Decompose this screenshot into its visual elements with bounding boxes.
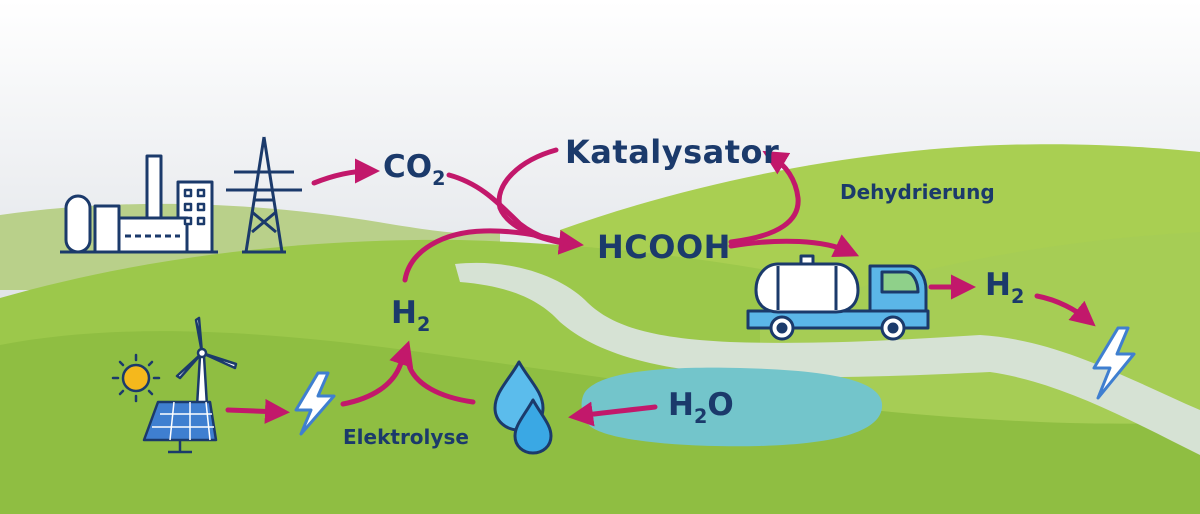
process-arrows	[225, 147, 1096, 427]
tanker-truck-icon	[746, 254, 930, 341]
h2-label-left: H2	[391, 295, 431, 337]
arrow-h2o-to-water	[568, 401, 658, 427]
solar-panel-icon	[142, 400, 218, 454]
arrow-solar-to-lightning	[225, 398, 290, 424]
katalysator-label: Katalysator	[565, 133, 780, 171]
factory-icon	[60, 154, 218, 254]
lake	[581, 367, 883, 447]
arrow-hcooh-to-truck	[728, 234, 860, 258]
dehydrierung-label: Dehydrierung	[840, 180, 995, 204]
arrow-h2-to-lightning	[1034, 293, 1096, 327]
arrow-water-to-h2	[403, 347, 476, 405]
co2-label: CO2	[383, 149, 446, 191]
lightning-icon-left	[294, 371, 336, 436]
water-drops-icon	[493, 360, 553, 455]
road	[455, 262, 1200, 455]
arrow-hcooh-to-katalysator	[728, 150, 801, 245]
hcooh-label: HCOOH	[597, 228, 731, 266]
sun-icon	[111, 353, 161, 403]
h2-label-right: H2	[985, 267, 1025, 309]
h2o-label: H2O	[668, 387, 734, 429]
lightning-icon-right	[1092, 326, 1136, 400]
power-pylon-icon	[226, 136, 302, 254]
elektrolyse-label: Elektrolyse	[343, 425, 469, 449]
arrow-h2-to-hcooh	[402, 228, 577, 283]
arrow-pylon-to-co2	[311, 158, 380, 186]
